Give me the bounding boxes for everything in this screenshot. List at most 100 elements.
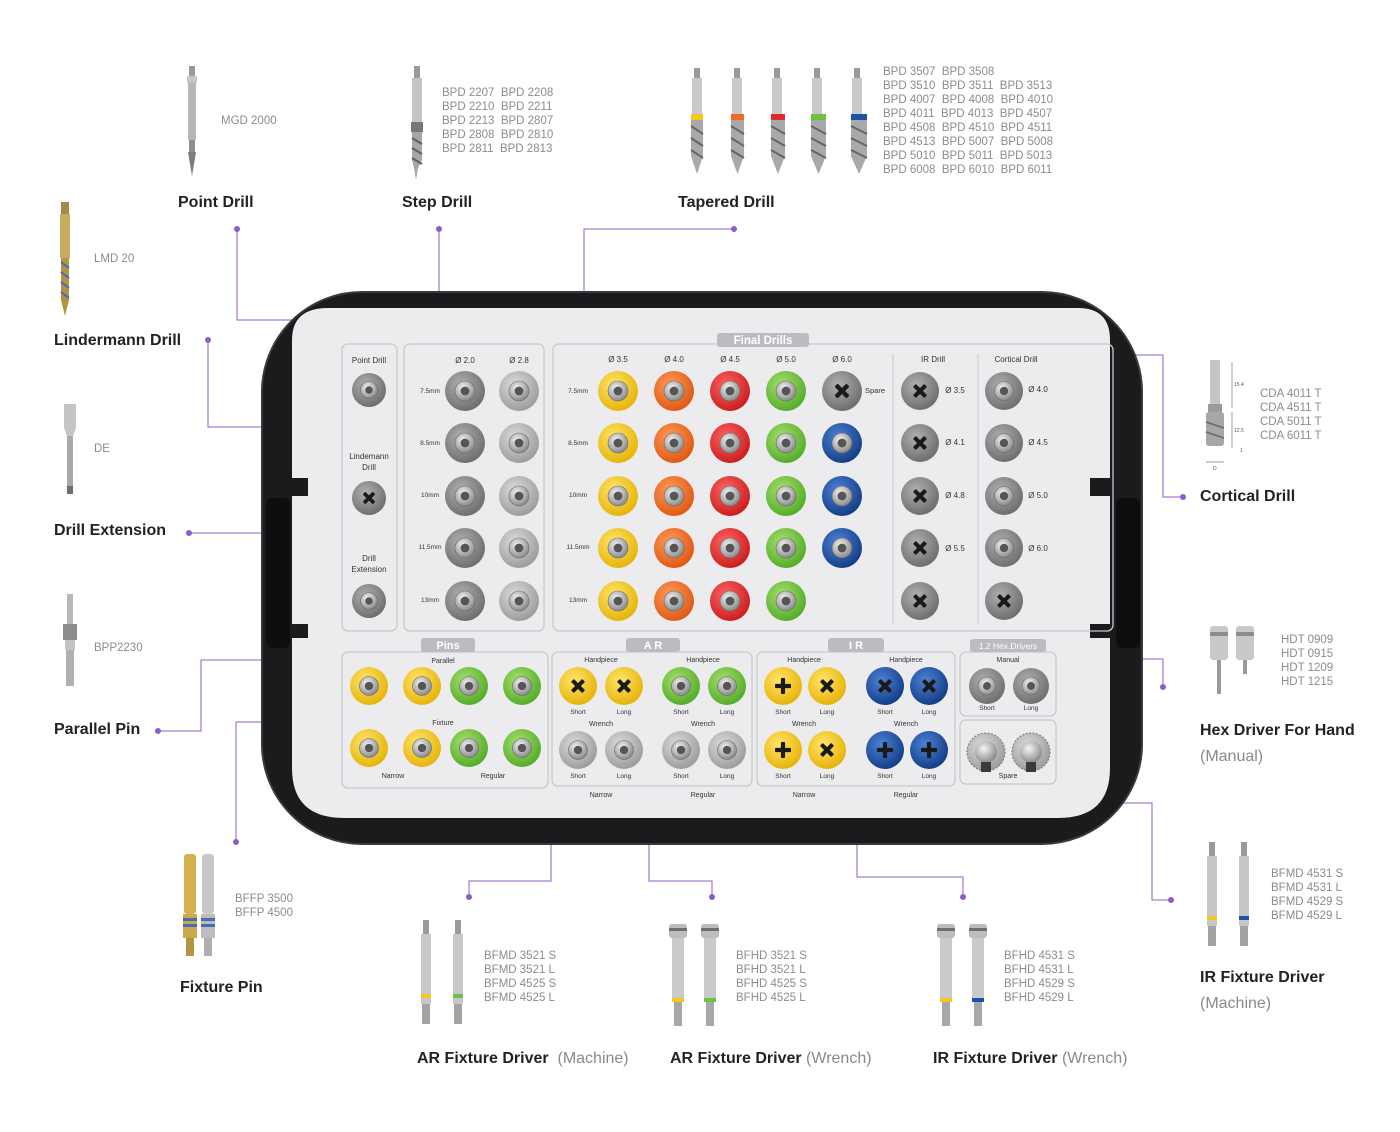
lindermann-drill-label: Lindermann Drill bbox=[54, 332, 182, 349]
holder-final-1-2 bbox=[654, 476, 694, 516]
holder-final-0-0 bbox=[598, 371, 638, 411]
ar-handpiece-left: Handpiece bbox=[584, 657, 618, 664]
holder-cortical-2 bbox=[985, 477, 1023, 515]
ar-handpiece-right: Handpiece bbox=[686, 657, 720, 664]
holder-ar-0 bbox=[559, 667, 597, 705]
long-label-9: Long bbox=[820, 709, 835, 716]
holder-ir-2 bbox=[866, 667, 904, 705]
drill-ext-title-1: Drill bbox=[362, 554, 376, 563]
ir-wrench-sub: (Wrench) bbox=[1061, 1050, 1128, 1067]
cortical-label-2: Ø 5.0 bbox=[1028, 491, 1048, 500]
holder-step-20-4 bbox=[445, 581, 485, 621]
arMachineDrivers-0 bbox=[421, 920, 431, 1024]
long-label-17: Long bbox=[1024, 705, 1039, 712]
holder-cortical-1 bbox=[985, 424, 1023, 462]
holder-ar-3 bbox=[708, 667, 746, 705]
long-label-11: Long bbox=[922, 709, 937, 716]
ir-fixture-driver-machine-codes: BFMD 4531 S BFMD 4531 L BFMD 4529 S BFMD… bbox=[1271, 868, 1344, 922]
long-label-5: Long bbox=[617, 773, 632, 780]
fixture-pin-codes: BFFP 3500 BFFP 4500 bbox=[235, 893, 293, 919]
pins-fixture: Fixture bbox=[432, 720, 454, 727]
holder-point-drill bbox=[352, 373, 386, 407]
irMachineDrivers-1 bbox=[1239, 842, 1249, 946]
holder-final-spare bbox=[822, 371, 862, 411]
holder-ar-4 bbox=[559, 731, 597, 769]
holder-step-28-3 bbox=[499, 528, 539, 568]
cortical-dim-1: 15.4 bbox=[1234, 382, 1244, 388]
ir-title: I R bbox=[849, 640, 863, 652]
ir-fixture-driver-wrench-codes: BFHD 4531 S BFHD 4531 L BFHD 4529 S BFHD… bbox=[1004, 950, 1075, 1004]
long-label-7: Long bbox=[720, 773, 735, 780]
holder-ir-1 bbox=[808, 667, 846, 705]
holder-pin-6 bbox=[450, 729, 488, 767]
holder-ir-drill-2 bbox=[901, 477, 939, 515]
step-row-4: 13mm bbox=[421, 597, 439, 604]
holder-final-0-4 bbox=[598, 581, 638, 621]
final-col-2: Ø 4.5 bbox=[720, 355, 740, 364]
short-label-2: Short bbox=[673, 709, 689, 716]
step-row-0: 7.5mm bbox=[420, 388, 440, 395]
cortical-dim-4: D bbox=[1213, 466, 1217, 472]
section-point-lindemann bbox=[341, 343, 398, 632]
ar-fixture-driver-machine-label: AR Fixture Driver (Machine) bbox=[417, 1050, 629, 1068]
final-row-3: 11.5mm bbox=[567, 544, 590, 551]
ir-wrench-right: Wrench bbox=[894, 721, 918, 728]
holder-hex-short bbox=[969, 668, 1005, 704]
tapered-drill-codes: BPD 3507 BPD 3508 BPD 3510 BPD 3511 BPD … bbox=[883, 66, 1054, 176]
long-label-15: Long bbox=[922, 773, 937, 780]
section-hex-spare bbox=[959, 719, 1057, 785]
ir-regular: Regular bbox=[894, 792, 919, 799]
holder-drill-extension bbox=[352, 584, 386, 618]
holder-final-0-3 bbox=[598, 528, 638, 568]
holder-step-20-2 bbox=[445, 476, 485, 516]
holder-cortical-3 bbox=[985, 529, 1023, 567]
holder-hex-spare-0 bbox=[966, 732, 1006, 772]
hex-title: 1.2 Hex.Drivers bbox=[979, 641, 1038, 651]
irMachineDrivers-0 bbox=[1207, 842, 1217, 946]
ar-fixture-driver-machine-image bbox=[421, 920, 463, 1024]
step-row-1: 8.5mm bbox=[420, 440, 440, 447]
ar-fixture-driver-wrench-label: AR Fixture Driver (Wrench) bbox=[670, 1050, 872, 1068]
final-row-1: 8.5mm bbox=[568, 440, 588, 447]
holder-ir-0 bbox=[764, 667, 802, 705]
holder-ar-5 bbox=[605, 731, 643, 769]
holder-final-2-1 bbox=[710, 423, 750, 463]
fixture-pin-label: Fixture Pin bbox=[180, 979, 263, 996]
hex-driver-hand-codes: HDT 0909 HDT 0915 HDT 1209 HDT 1215 bbox=[1281, 634, 1334, 688]
holder-final-60-2 bbox=[822, 476, 862, 516]
pins-regular: Regular bbox=[481, 773, 506, 780]
ar-fixture-driver-wrench-image bbox=[669, 924, 719, 1026]
cortical-label-3: Ø 6.0 bbox=[1028, 544, 1048, 553]
holder-ar-6 bbox=[662, 731, 700, 769]
ir-drill-title: IR Drill bbox=[921, 355, 945, 364]
section-step-drill bbox=[403, 343, 545, 632]
lindemann-title-1: Lindemann bbox=[349, 452, 389, 461]
holder-ar-1 bbox=[605, 667, 643, 705]
step-row-2: 10mm bbox=[421, 492, 439, 499]
final-row-2: 10mm bbox=[569, 492, 587, 499]
cortical-title: Cortical Drill bbox=[994, 355, 1037, 364]
holder-step-20-1 bbox=[445, 423, 485, 463]
ar-regular: Regular bbox=[691, 792, 716, 799]
holder-cortical-0 bbox=[985, 372, 1023, 410]
step-drill-codes: BPD 2207 BPD 2208 BPD 2210 BPD 2211 BPD … bbox=[442, 87, 554, 155]
lindemann-title-2: Drill bbox=[362, 463, 376, 472]
ir-wrench-name: IR Fixture Driver bbox=[933, 1050, 1058, 1067]
short-label-10: Short bbox=[877, 709, 893, 716]
final-row-4: 13mm bbox=[569, 597, 587, 604]
arWrenchDrivers-1 bbox=[701, 924, 719, 1026]
holder-final-1-4 bbox=[654, 581, 694, 621]
final-drills-title: Final Drills bbox=[734, 335, 793, 347]
section-final-drills bbox=[552, 343, 1114, 632]
holder-final-60-3 bbox=[822, 528, 862, 568]
holder-final-2-3 bbox=[710, 528, 750, 568]
ir-fixture-driver-wrench-image bbox=[937, 924, 987, 1026]
final-col-4: Ø 6.0 bbox=[832, 355, 852, 364]
lindermann-drill-image bbox=[60, 202, 70, 316]
pins-parallel: Parallel bbox=[431, 658, 455, 665]
ar-fixture-driver-machine-codes: BFMD 3521 S BFMD 3521 L BFMD 4525 S BFMD… bbox=[484, 950, 557, 1004]
step-row-3: 11.5mm bbox=[419, 544, 442, 551]
short-label-6: Short bbox=[673, 773, 689, 780]
holder-hex-spare-1 bbox=[1011, 732, 1051, 772]
ir-handpiece-right: Handpiece bbox=[889, 657, 923, 664]
